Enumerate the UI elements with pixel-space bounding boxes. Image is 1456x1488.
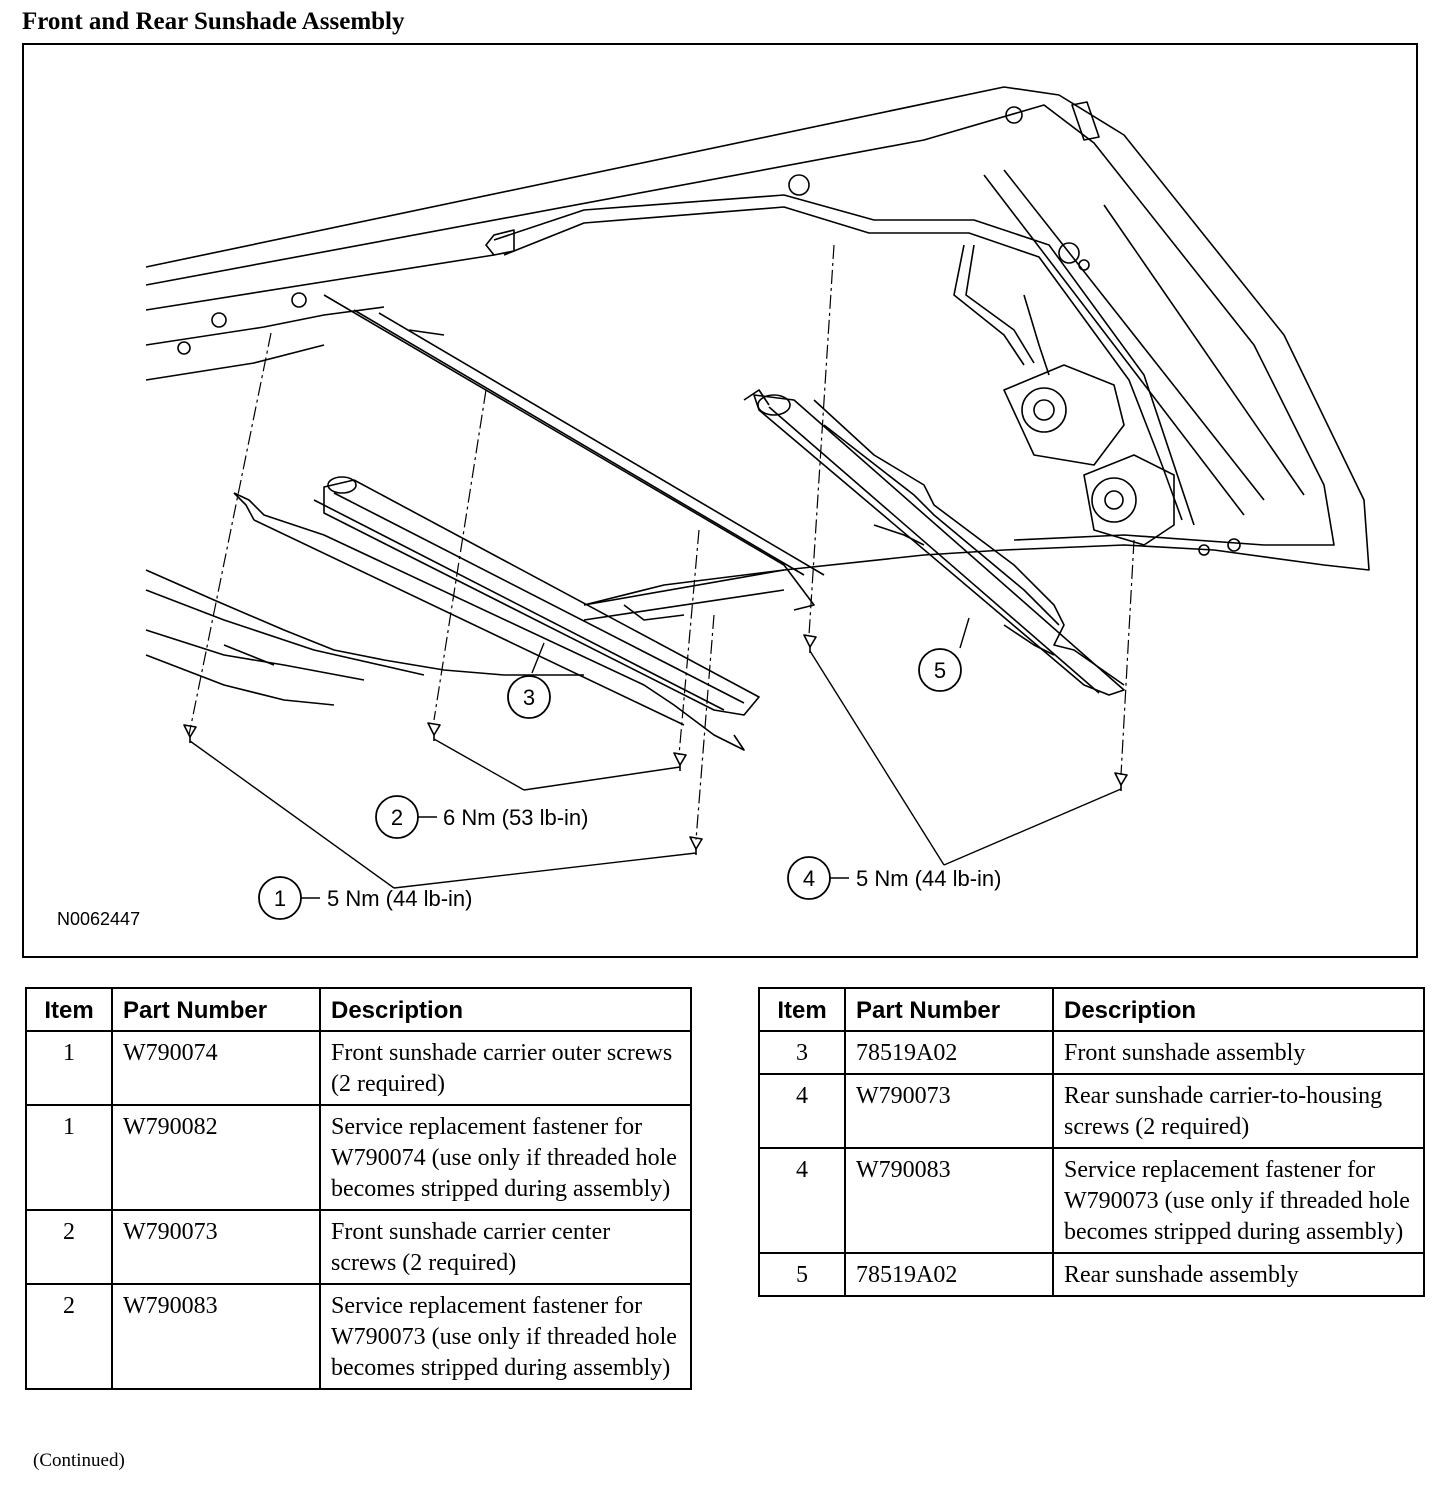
lower-frame [145,569,785,706]
callout-number: 2 [391,805,403,830]
description-cell: Rear sunshade assembly [1052,1252,1425,1297]
table-row: 5 78519A02 Rear sunshade assembly [758,1252,1425,1297]
parts-table-right: Item Part Number Description 3 78519A02 … [758,987,1425,1297]
part-number-cell: W790073 [111,1209,321,1285]
column-header-item: Item [25,987,113,1032]
table-header-row: Item Part Number Description [758,987,1425,1032]
table-header-row: Item Part Number Description [25,987,692,1032]
table-row: 1 W790082 Service replacement fastener f… [25,1104,692,1211]
table-row: 4 W790083 Service replacement fastener f… [758,1147,1425,1254]
part-number-cell: W790073 [844,1073,1054,1149]
description-cell: Service replacement fastener for W790074… [319,1104,692,1211]
assembly-illustration: 1 5 Nm (44 lb-in) 2 6 Nm (53 lb-in) 3 4 … [22,43,1418,958]
callout-torque: 5 Nm (44 lb-in) [327,886,472,911]
callout-torque: 6 Nm (53 lb-in) [443,805,588,830]
table-row: 2 W790083 Service replacement fastener f… [25,1283,692,1390]
item-cell: 5 [758,1252,846,1297]
callout-5: 5 [918,648,962,692]
column-header-part-number: Part Number [844,987,1054,1032]
continued-note: (Continued) [33,1450,125,1471]
table-row: 2 W790073 Front sunshade carrier center … [25,1209,692,1285]
callout-3: 3 [507,675,551,719]
callout-number: 3 [523,685,535,710]
callout-number: 5 [934,658,946,683]
item-cell: 1 [25,1104,113,1211]
column-header-part-number: Part Number [111,987,321,1032]
table-row: 3 78519A02 Front sunshade assembly [758,1030,1425,1075]
item-cell: 3 [758,1030,846,1075]
callout-number: 4 [803,866,815,891]
callout-2: 2 6 Nm (53 lb-in) [375,795,588,839]
screw [673,752,687,771]
table-row: 4 W790073 Rear sunshade carrier-to-housi… [758,1073,1425,1149]
leader-lines [189,617,1122,889]
item-cell: 2 [25,1209,113,1285]
screws [183,634,1128,855]
callout-4: 4 5 Nm (44 lb-in) [787,856,1001,900]
screw [427,722,441,741]
screw [1114,772,1128,791]
column-header-description: Description [1052,987,1425,1032]
item-cell: 4 [758,1147,846,1254]
description-cell: Front sunshade assembly [1052,1030,1425,1075]
part-number-cell: 78519A02 [844,1252,1054,1297]
sunshade-assembly-drawing: 1 5 Nm (44 lb-in) 2 6 Nm (53 lb-in) 3 4 … [57,86,1370,929]
table-row: 1 W790074 Front sunshade carrier outer s… [25,1030,692,1106]
item-cell: 1 [25,1030,113,1106]
figure-id: N0062447 [57,909,140,929]
column-header-item: Item [758,987,846,1032]
part-number-cell: W790074 [111,1030,321,1106]
motor-housing [953,244,1175,546]
callout-number: 1 [274,886,286,911]
screw [183,724,197,743]
part-number-cell: W790083 [111,1283,321,1390]
item-cell: 2 [25,1283,113,1390]
description-cell: Front sunshade carrier outer screws (2 r… [319,1030,692,1106]
callout-1: 1 5 Nm (44 lb-in) [258,876,472,920]
page-title: Front and Rear Sunshade Assembly [22,8,405,35]
front-sunshade-assembly [233,294,825,751]
callout-torque: 5 Nm (44 lb-in) [856,866,1001,891]
rear-sunshade-assembly [743,389,1125,696]
roof-frame [145,86,1370,606]
description-cell: Service replacement fastener for W790073… [1052,1147,1425,1254]
part-number-cell: 78519A02 [844,1030,1054,1075]
description-cell: Front sunshade carrier center screws (2 … [319,1209,692,1285]
parts-table-left: Item Part Number Description 1 W790074 F… [25,987,692,1390]
screw-axis-lines [188,244,1135,841]
part-number-cell: W790083 [844,1147,1054,1254]
screw [803,634,817,653]
column-header-description: Description [319,987,692,1032]
item-cell: 4 [758,1073,846,1149]
part-number-cell: W790082 [111,1104,321,1211]
screw [689,836,703,855]
description-cell: Rear sunshade carrier-to-housing screws … [1052,1073,1425,1149]
description-cell: Service replacement fastener for W790073… [319,1283,692,1390]
